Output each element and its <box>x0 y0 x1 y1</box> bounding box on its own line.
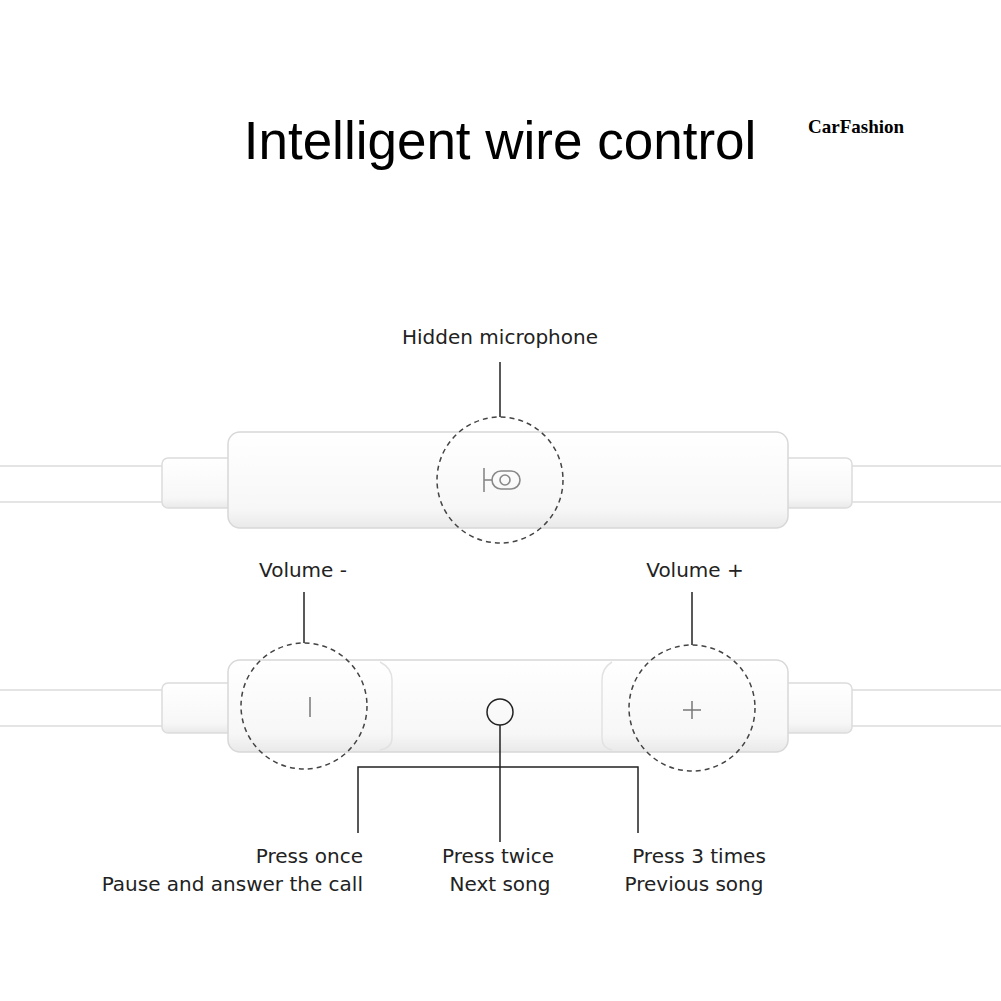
microphone-icon <box>484 468 520 492</box>
part-label: Volume + <box>646 560 744 580</box>
bottom-remote <box>0 592 1001 842</box>
heading: Intelligent wire control <box>244 114 757 167</box>
minus-symbol <box>309 697 311 717</box>
plus-symbol <box>683 701 701 719</box>
action-note: Previous song <box>625 874 764 894</box>
action-note: Pause and answer the call <box>102 874 363 894</box>
action-label: Press 3 times <box>632 846 766 866</box>
top-remote <box>0 362 1001 543</box>
watermark: CarFashion <box>808 117 904 136</box>
action-label: Press twice <box>442 846 554 866</box>
bracket <box>358 767 638 833</box>
part-label: Volume - <box>259 560 347 580</box>
action-label: Press once <box>256 846 363 866</box>
center-button <box>487 699 513 725</box>
action-note: Next song <box>450 874 551 894</box>
part-label: Hidden microphone <box>402 327 598 347</box>
